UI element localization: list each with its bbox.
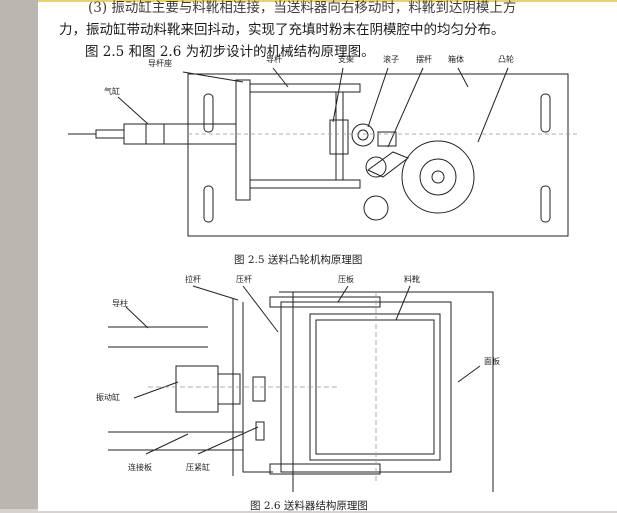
label-cylinder: 气缸: [104, 86, 120, 96]
label-panel: 面板: [484, 356, 500, 366]
document-page: (3) 振动缸主要与料靴相连接，当送料器向右移动时，料靴到达阴模上方 力，振动缸…: [38, 0, 617, 512]
label-swing-rod: 摆杆: [416, 54, 432, 64]
label-shoe: 料靴: [404, 274, 420, 284]
figure-2-5-diagram: 导杆座 导杆 支架 滚子 摆杆 箱体 凸轮 气缸: [68, 54, 578, 237]
cut-off-text-line: (3) 振动缸主要与料靴相连接，当送料器向右移动时，料靴到达阴模上方: [88, 0, 517, 16]
figure-2-6-diagram: 拉杆 压杆 压板 料靴 导柱 面板 振动缸 连接板 压紧缸: [96, 274, 500, 492]
label-vibration-cylinder: 振动缸: [96, 392, 120, 402]
label-press-rod: 压杆: [236, 274, 252, 284]
label-bracket: 支架: [338, 54, 354, 64]
label-box: 箱体: [448, 54, 464, 64]
label-pull-rod: 拉杆: [185, 274, 201, 284]
label-press-cylinder: 压紧缸: [186, 462, 210, 472]
figure-2-6-caption: 图 2.6 送料器结构原理图: [250, 500, 368, 512]
paragraph-line-2: 图 2.5 和图 2.6 为初步设计的机械结构原理图。: [85, 44, 375, 60]
label-connecting-plate: 连接板: [128, 462, 152, 472]
paragraph-line-1: 力，振动缸带动料靴来回抖动，实现了充填时粉末在阴模腔中的均匀分布。: [59, 22, 505, 38]
label-press-plate: 压板: [338, 274, 354, 284]
label-roller: 滚子: [383, 54, 399, 64]
figure-2-5-caption: 图 2.5 送料凸轮机构原理图: [234, 254, 363, 266]
label-guide-rod: 导杆: [266, 54, 282, 64]
label-guide-seat: 导杆座: [148, 58, 172, 68]
label-guide-post: 导柱: [112, 298, 128, 308]
viewer-gutter: [0, 0, 39, 509]
label-cam: 凸轮: [498, 54, 514, 64]
